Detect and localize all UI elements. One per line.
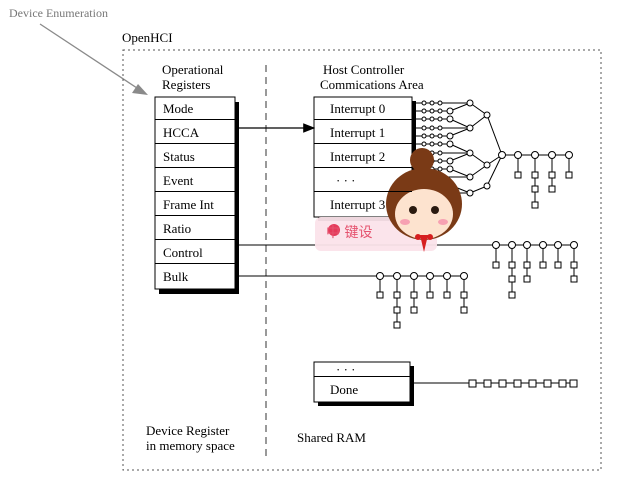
- hcca-interrupt-2: Interrupt 2: [314, 145, 412, 168]
- operational-registers-box: [154, 96, 236, 290]
- done-divider: [314, 376, 410, 377]
- control-endpoint-list: [492, 241, 578, 299]
- hcca-interrupt-0: Interrupt 0: [314, 97, 412, 120]
- watermark-text: 中 键设: [326, 225, 373, 241]
- hcca-entry-list: Interrupt 0 Interrupt 1 Interrupt 2 · · …: [314, 97, 412, 217]
- device-register-label-line1: Device Register: [146, 423, 230, 438]
- register-status: Status: [155, 145, 235, 168]
- hcca-heading-line2: Commications Area: [320, 77, 424, 92]
- done-ellipsis: · · ·: [336, 362, 356, 377]
- register-ratio: Ratio: [155, 217, 235, 240]
- shared-ram-label: Shared RAM: [297, 430, 366, 445]
- hcca-ellipsis: · · ·: [314, 169, 412, 192]
- register-frame-int: Frame Int: [155, 193, 235, 216]
- register-bulk: Bulk: [163, 269, 189, 284]
- register-list: Mode HCCA Status Event Frame Int Ratio C…: [155, 97, 235, 289]
- register-hcca: HCCA: [155, 121, 235, 144]
- register-event: Event: [155, 169, 235, 192]
- register-control: Control: [155, 241, 235, 264]
- hcca-interrupt-1: Interrupt 1: [314, 121, 412, 144]
- done-queue-list: [410, 379, 578, 388]
- done-label: Done: [330, 382, 359, 397]
- device-register-label-line2: in memory space: [146, 438, 235, 453]
- hcca-heading-line1: Host Controller: [323, 62, 405, 77]
- bulk-endpoint-list: [376, 272, 468, 329]
- openhci-boundary: [122, 49, 602, 471]
- openhci-label: OpenHCI: [122, 30, 173, 45]
- operational-registers-heading-line2: Registers: [162, 77, 211, 92]
- register-mode: Mode: [155, 97, 235, 120]
- device-enumeration-caption: Device Enumeration: [9, 6, 108, 20]
- done-box: [313, 361, 411, 403]
- operational-registers-heading-line1: Operational: [162, 62, 224, 77]
- hcca-interrupt-3: Interrupt 3: [330, 197, 386, 212]
- watermark-mascot: [315, 148, 462, 252]
